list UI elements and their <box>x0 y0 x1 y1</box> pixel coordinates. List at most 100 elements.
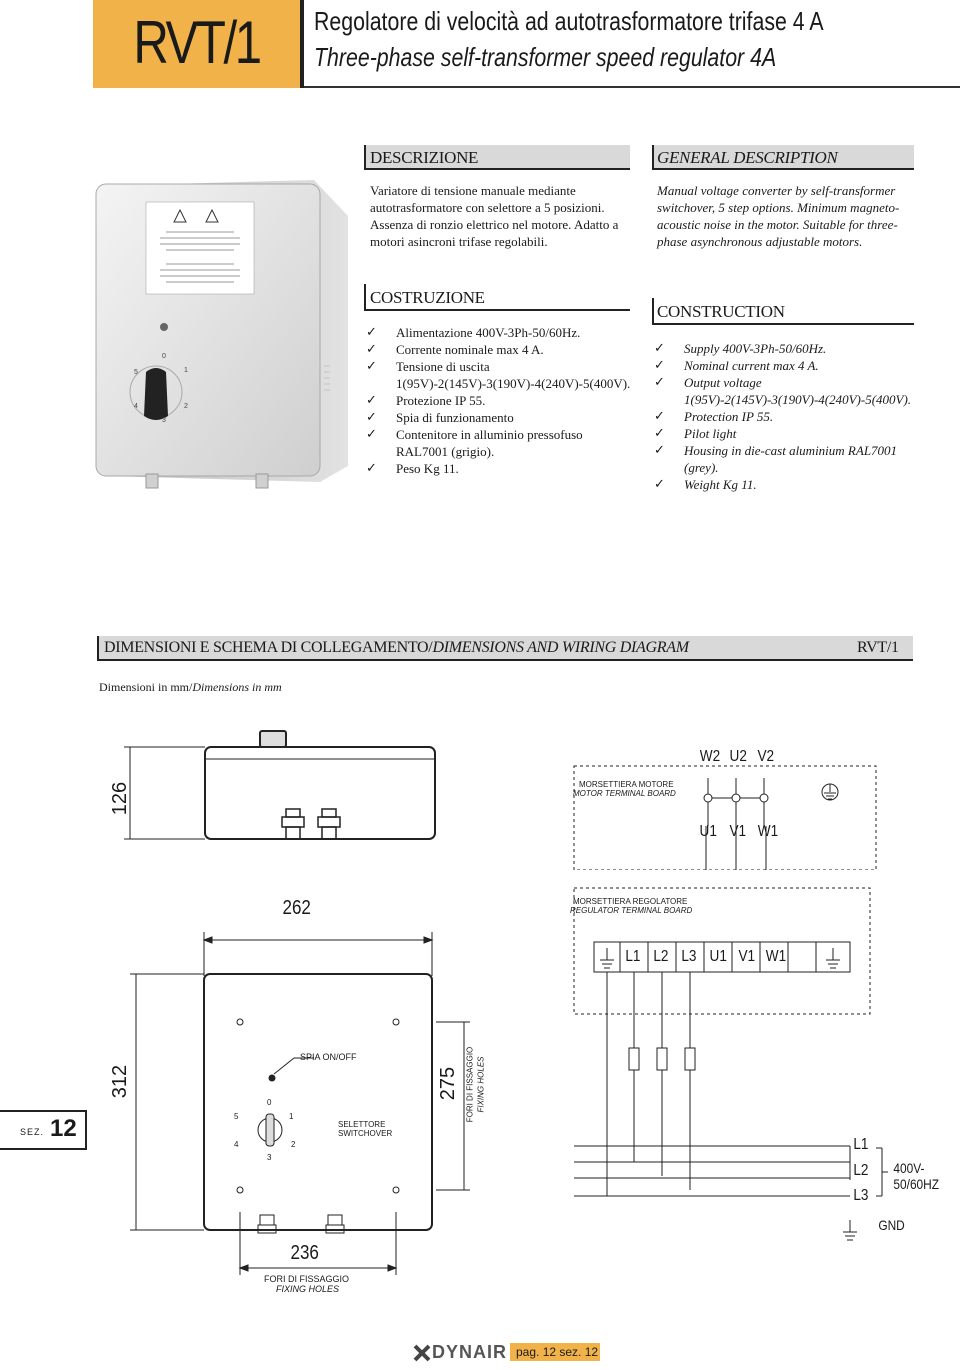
costruzione-list: Alimentazione 400V-3Ph-50/60Hz. Corrente… <box>364 324 634 477</box>
dim-262: 262 <box>282 897 311 919</box>
header-divider <box>300 0 304 88</box>
list-item: Supply 400V-3Ph-50/60Hz. <box>652 340 914 357</box>
motor-term-v1: V1 <box>729 823 747 840</box>
line-l2: L2 <box>853 1162 869 1179</box>
reg-board-label: MORSETTIERA REGOLATORE <box>573 897 688 906</box>
fixing-holes-label: FIXING HOLES <box>276 1284 340 1294</box>
selettore-label: SELETTORE <box>338 1120 386 1129</box>
construction-heading: CONSTRUCTION <box>657 302 785 321</box>
gnd-label: GND <box>878 1217 905 1233</box>
motor-board-label-en: MOTOR TERMINAL BOARD <box>573 789 676 798</box>
svg-text:3: 3 <box>162 417 166 424</box>
units-en: Dimensions in mm <box>192 680 282 694</box>
dial-2: 2 <box>291 1140 296 1149</box>
descrizione-underline <box>364 168 630 170</box>
general-text: Manual voltage converter by self-transfo… <box>657 183 900 249</box>
fori-label: FORI DI FISSAGGIO <box>264 1274 350 1284</box>
line-l3: L3 <box>853 1187 869 1204</box>
dial-5: 5 <box>234 1112 239 1121</box>
costruzione-heading: COSTRUZIONE <box>370 288 485 307</box>
dimensions-code: RVT/1 <box>857 639 899 656</box>
page-number-box <box>510 1343 600 1361</box>
dimensions-heading: DIMENSIONI E SCHEMA DI COLLEGAMENTO/DIME… <box>104 639 689 657</box>
svg-text:5: 5 <box>134 369 138 376</box>
header-code-box <box>93 0 300 88</box>
dim-312: 312 <box>109 1064 132 1099</box>
reg-term-l3: L3 <box>681 948 697 965</box>
list-item: Nominal current max 4 A. <box>652 357 914 374</box>
list-item: Alimentazione 400V-3Ph-50/60Hz. <box>364 324 634 341</box>
product-code: RVT/1 <box>133 9 262 76</box>
dial-3: 3 <box>267 1153 272 1162</box>
section-tab-label: SEZ. <box>20 1127 45 1137</box>
dimensions-heading-box <box>97 636 913 660</box>
list-item: Output voltage 1(95V)-2(145V)-3(190V)-4(… <box>652 374 914 408</box>
reg-term-u1: U1 <box>709 948 727 965</box>
reg-term-l1: L1 <box>625 948 641 965</box>
descrizione-heading: DESCRIZIONE <box>370 148 479 167</box>
dimensions-heading-it: DIMENSIONI E SCHEMA DI COLLEGAMENTO/ <box>104 639 433 656</box>
svg-text:0: 0 <box>162 353 166 360</box>
switchover-label: SWITCHOVER <box>338 1129 393 1138</box>
list-item: Spia di funzionamento <box>364 409 634 426</box>
fori-label-vertical: FORI DI FISSAGGIO <box>465 1046 475 1123</box>
list-item: Protection IP 55. <box>652 408 914 425</box>
line-l1: L1 <box>853 1136 869 1153</box>
dial-0: 0 <box>267 1098 272 1107</box>
dynair-logo-icon <box>413 1344 431 1362</box>
dim-126: 126 <box>109 781 132 816</box>
motor-term-v2: V2 <box>757 748 775 765</box>
reg-term-l2: L2 <box>653 948 669 965</box>
dimensions-heading-en: DIMENSIONS AND WIRING DIAGRAM <box>432 639 689 656</box>
reg-board-label-en: REGULATOR TERMINAL BOARD <box>570 906 693 915</box>
descrizione-text: Variatore di tensione manuale mediante a… <box>370 183 619 249</box>
list-item: Tensione di uscita 1(95V)-2(145V)-3(190V… <box>364 358 634 392</box>
general-underline <box>652 168 914 170</box>
fixing-holes-label-vertical: FIXING HOLES <box>476 1056 486 1113</box>
motor-board-label: MORSETTIERA MOTORE <box>579 780 674 789</box>
regulator-terminal-diagram <box>573 887 888 1241</box>
list-item: Contenitore in alluminio pressofuso RAL7… <box>364 426 634 460</box>
dim-236: 236 <box>290 1242 319 1264</box>
general-heading: GENERAL DESCRIPTION <box>657 148 838 167</box>
dim-275: 275 <box>437 1066 460 1101</box>
motor-term-u1: U1 <box>699 823 717 840</box>
list-item: Weight Kg 11. <box>652 476 914 493</box>
title-english: Three-phase self-transformer speed regul… <box>314 42 777 72</box>
spia-label: SPIA ON/OFF <box>300 1052 357 1062</box>
brand-name: DYNAIR <box>432 1342 508 1362</box>
dial-1: 1 <box>289 1112 294 1121</box>
general-heading-box <box>652 145 914 169</box>
section-tab <box>0 1110 87 1150</box>
dial-4: 4 <box>234 1140 239 1149</box>
svg-text:2: 2 <box>184 403 188 410</box>
reg-term-w1: W1 <box>765 948 787 965</box>
section-tab-number: 12 <box>50 1115 77 1142</box>
units-it: Dimensioni in mm/ <box>99 680 193 694</box>
reg-term-v1: V1 <box>738 948 756 965</box>
dimensions-underline <box>97 659 913 661</box>
svg-text:1: 1 <box>184 367 188 374</box>
construction-underline <box>652 323 914 325</box>
list-item: Peso Kg 11. <box>364 460 634 477</box>
units-note: Dimensioni in mm/Dimensions in mm <box>99 680 282 695</box>
list-item: Housing in die-cast aluminium RAL7001 (g… <box>652 442 914 476</box>
costruzione-heading-box <box>364 284 630 310</box>
list-item: Protezione IP 55. <box>364 392 634 409</box>
motor-terminal-diagram <box>573 765 877 870</box>
list-item: Pilot light <box>652 425 914 442</box>
motor-term-u2: U2 <box>729 748 747 765</box>
list-item: Corrente nominale max 4 A. <box>364 341 634 358</box>
descrizione-heading-box <box>364 145 630 169</box>
motor-term-w1: W1 <box>757 823 779 840</box>
title-italian: Regolatore di velocità ad autotrasformat… <box>314 6 824 36</box>
side-view-drawing <box>124 730 436 840</box>
front-view-drawing <box>130 932 470 1275</box>
page-number: pag. 12 sez. 12 <box>516 1345 599 1359</box>
construction-list: Supply 400V-3Ph-50/60Hz. Nominal current… <box>652 340 914 493</box>
costruzione-underline <box>364 309 630 311</box>
construction-heading-box <box>652 298 914 324</box>
header-underline <box>304 86 960 88</box>
motor-term-w2: W2 <box>699 748 721 765</box>
svg-text:4: 4 <box>134 403 138 410</box>
